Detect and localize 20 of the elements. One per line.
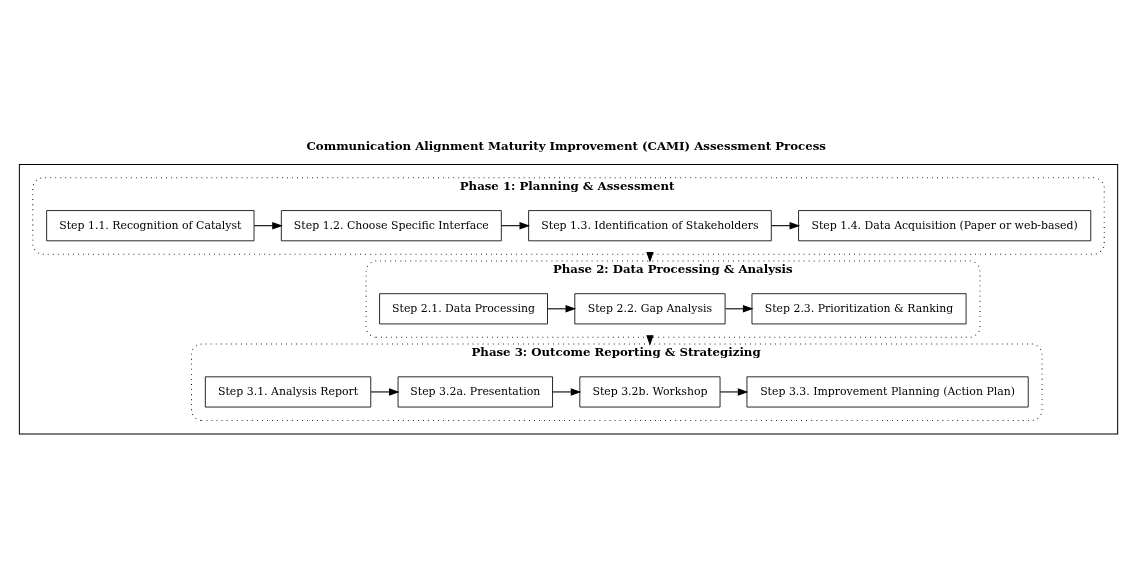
node-box: Step 2.1. Data Processing — [379, 292, 548, 324]
node-box: Step 3.3. Improvement Planning (Action Plan) — [746, 375, 1029, 407]
node-box: Step 2.2. Gap Analysis — [574, 292, 726, 324]
node-box: Step 2.3. Prioritization & Ranking — [751, 292, 967, 324]
node-box: Step 1.3. Identification of Stakeholders — [528, 209, 772, 241]
node-box: Step 3.2a. Presentation — [397, 375, 553, 407]
node-box: Step 1.1. Recognition of Catalyst — [46, 209, 255, 241]
arrow — [552, 387, 582, 396]
cluster — [18, 163, 1119, 434]
arrow — [724, 304, 754, 312]
diagram-title: Communication Alignment Maturity Improvement (CAMI) Assessment Process — [306, 138, 826, 153]
node-box: Step 1.2. Choose Specific Interface — [280, 209, 502, 241]
arrow — [253, 221, 283, 229]
node-box: Step 3.1. Analysis Report — [204, 375, 372, 407]
node-box: Step 3.2b. Workshop — [579, 375, 721, 407]
arrow — [719, 387, 749, 396]
node-box: Step 1.4. Data Acquisition (Paper or web-based) — [798, 209, 1092, 241]
arrow — [500, 221, 531, 229]
arrow — [370, 387, 400, 396]
arrow — [770, 221, 801, 229]
